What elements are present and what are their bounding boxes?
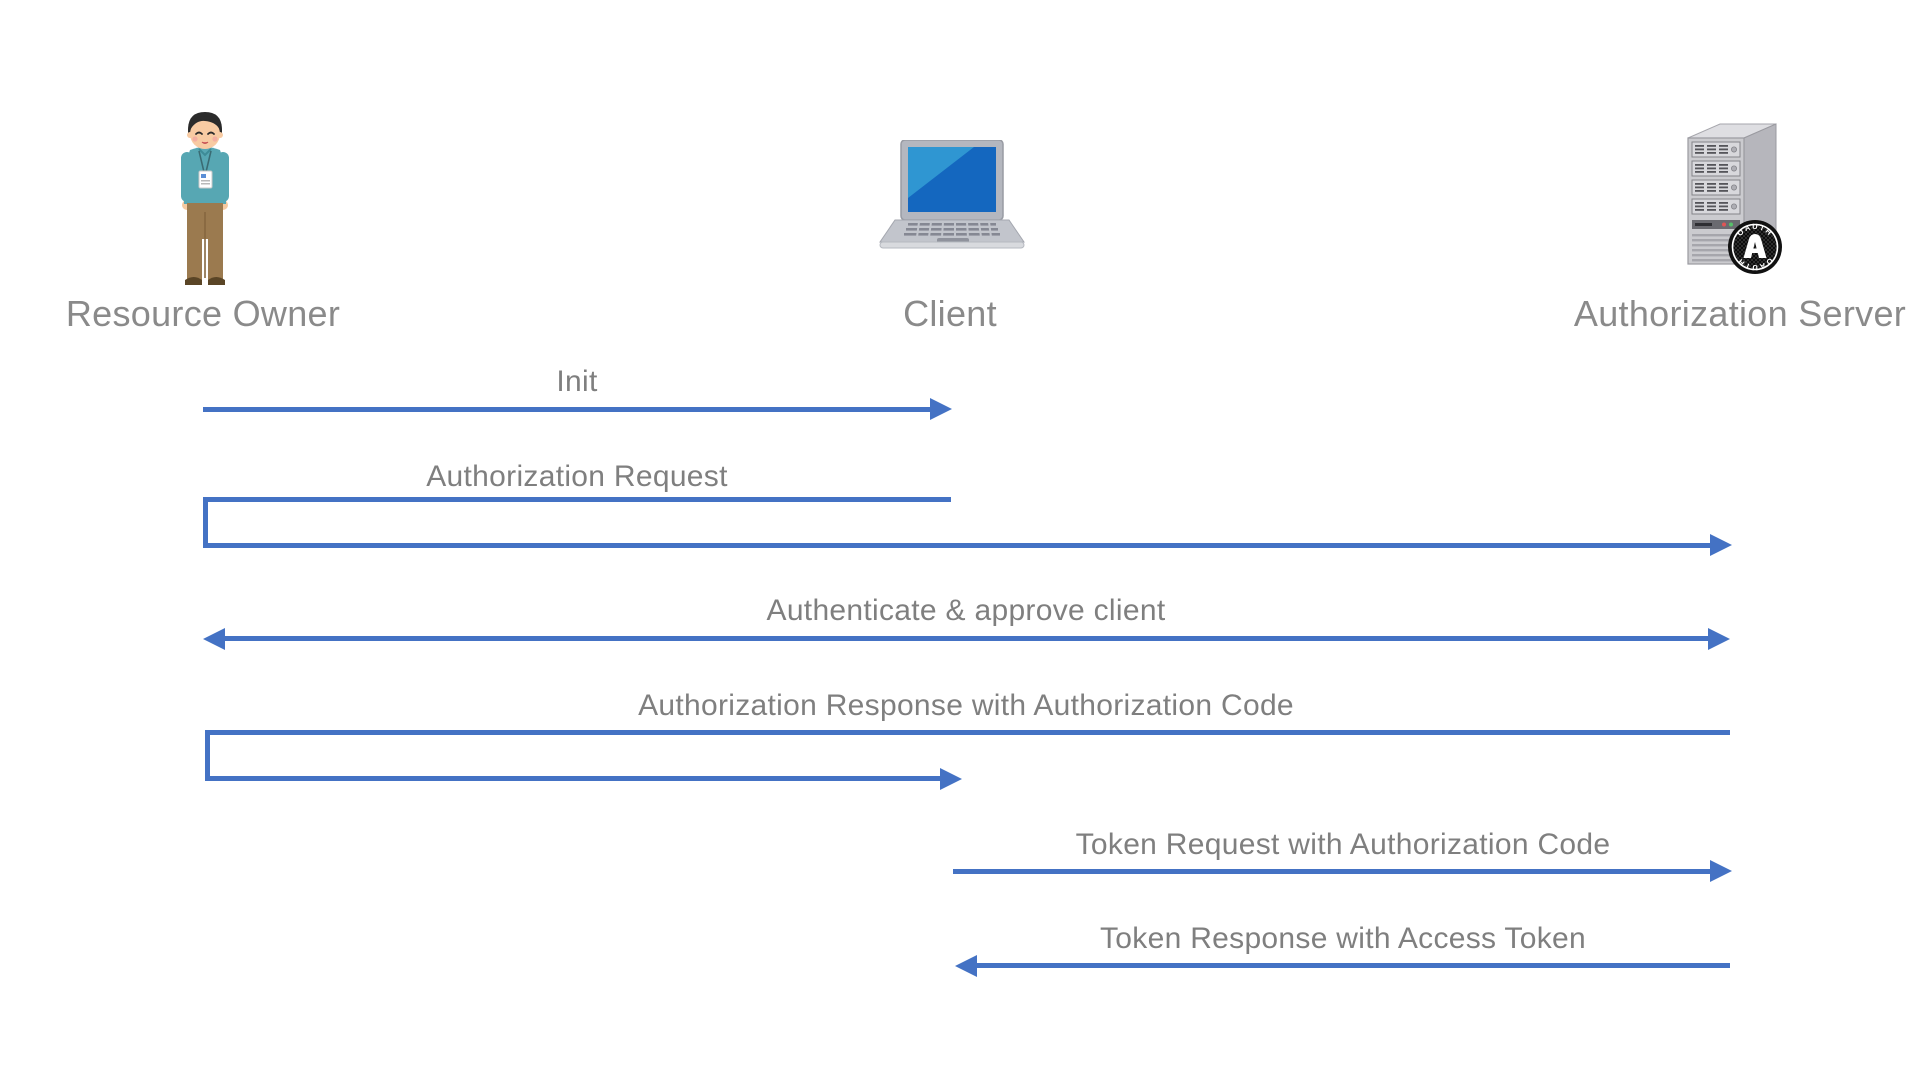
actor-label-resource-owner: Resource Owner bbox=[65, 293, 341, 334]
oauth-logo-icon: OAUTH OAUTH bbox=[1728, 220, 1782, 274]
client-figure bbox=[877, 140, 1027, 260]
arrowhead-right-icon bbox=[930, 398, 952, 420]
arrow-line bbox=[953, 869, 1712, 874]
message-label: Init bbox=[556, 365, 598, 398]
laptop-icon bbox=[879, 140, 1025, 249]
arrow-line bbox=[223, 636, 1710, 641]
message-label: Token Request with Authorization Code bbox=[1075, 828, 1611, 861]
oauth-badge: OAUTH OAUTH bbox=[1727, 219, 1783, 275]
arrowhead-right-icon bbox=[1710, 860, 1732, 882]
arrow-line bbox=[203, 407, 932, 412]
authorization-server-figure: OAUTH OAUTH bbox=[1684, 118, 1800, 280]
message-label: Authenticate & approve client bbox=[766, 594, 1166, 627]
arrow-line bbox=[205, 776, 942, 781]
arrow-line bbox=[975, 963, 1730, 968]
arrow-line bbox=[203, 497, 951, 502]
message-label: Authorization Request bbox=[426, 460, 728, 493]
arrow-line bbox=[203, 497, 208, 548]
person-icon bbox=[181, 112, 229, 285]
arrow-line bbox=[205, 730, 1730, 735]
arrowhead-left-icon bbox=[203, 628, 225, 650]
arrow-line bbox=[203, 543, 1710, 548]
arrowhead-right-icon bbox=[1710, 534, 1732, 556]
resource-owner-figure bbox=[160, 108, 250, 290]
message-label: Authorization Response with Authorizatio… bbox=[638, 689, 1294, 722]
actor-label-client: Client bbox=[903, 293, 997, 334]
actor-label-authorization-server: Authorization Server bbox=[1573, 293, 1907, 334]
arrow-line bbox=[205, 730, 210, 781]
arrowhead-right-icon bbox=[940, 768, 962, 790]
arrowhead-left-icon bbox=[955, 955, 977, 977]
arrowhead-right-icon bbox=[1708, 628, 1730, 650]
message-label: Token Response with Access Token bbox=[1100, 922, 1586, 955]
